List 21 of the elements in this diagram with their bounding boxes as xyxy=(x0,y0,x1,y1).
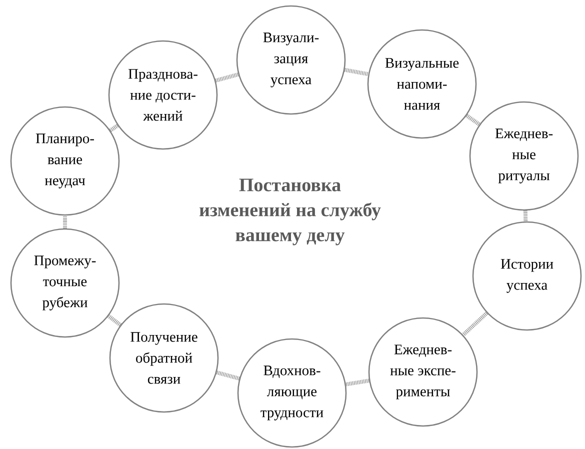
circle-node: Визуальные напоми- нания xyxy=(367,29,477,139)
connector-line xyxy=(216,370,240,381)
connector-line xyxy=(466,114,481,126)
connector-line xyxy=(462,312,488,336)
circle-node: Ежеднев- ные ритуалы xyxy=(469,101,579,211)
connector-line xyxy=(63,216,67,228)
connector-line xyxy=(109,124,119,132)
connector-line xyxy=(344,68,369,76)
connector-line xyxy=(107,314,122,327)
circle-node: Вдохнов- ляющие трудности xyxy=(237,338,347,448)
circle-node: Промежу- точные рубежи xyxy=(10,228,120,338)
circle-node: Празднова- ние дости- жений xyxy=(108,40,218,150)
connector-line xyxy=(523,210,528,222)
circle-node: Визуали- зация успеха xyxy=(236,5,346,115)
title: Постановка изменений на службу вашему делу xyxy=(200,178,381,246)
connector-line xyxy=(215,72,239,82)
connector-line xyxy=(346,378,370,386)
circle-node: Ежеднев- ные экспе- рименты xyxy=(368,317,478,427)
circle-node: Планиро- вание неудач xyxy=(10,106,120,216)
circle-node: Получение обратной связи xyxy=(109,303,219,413)
circle-node: Истории успеха xyxy=(472,221,582,331)
